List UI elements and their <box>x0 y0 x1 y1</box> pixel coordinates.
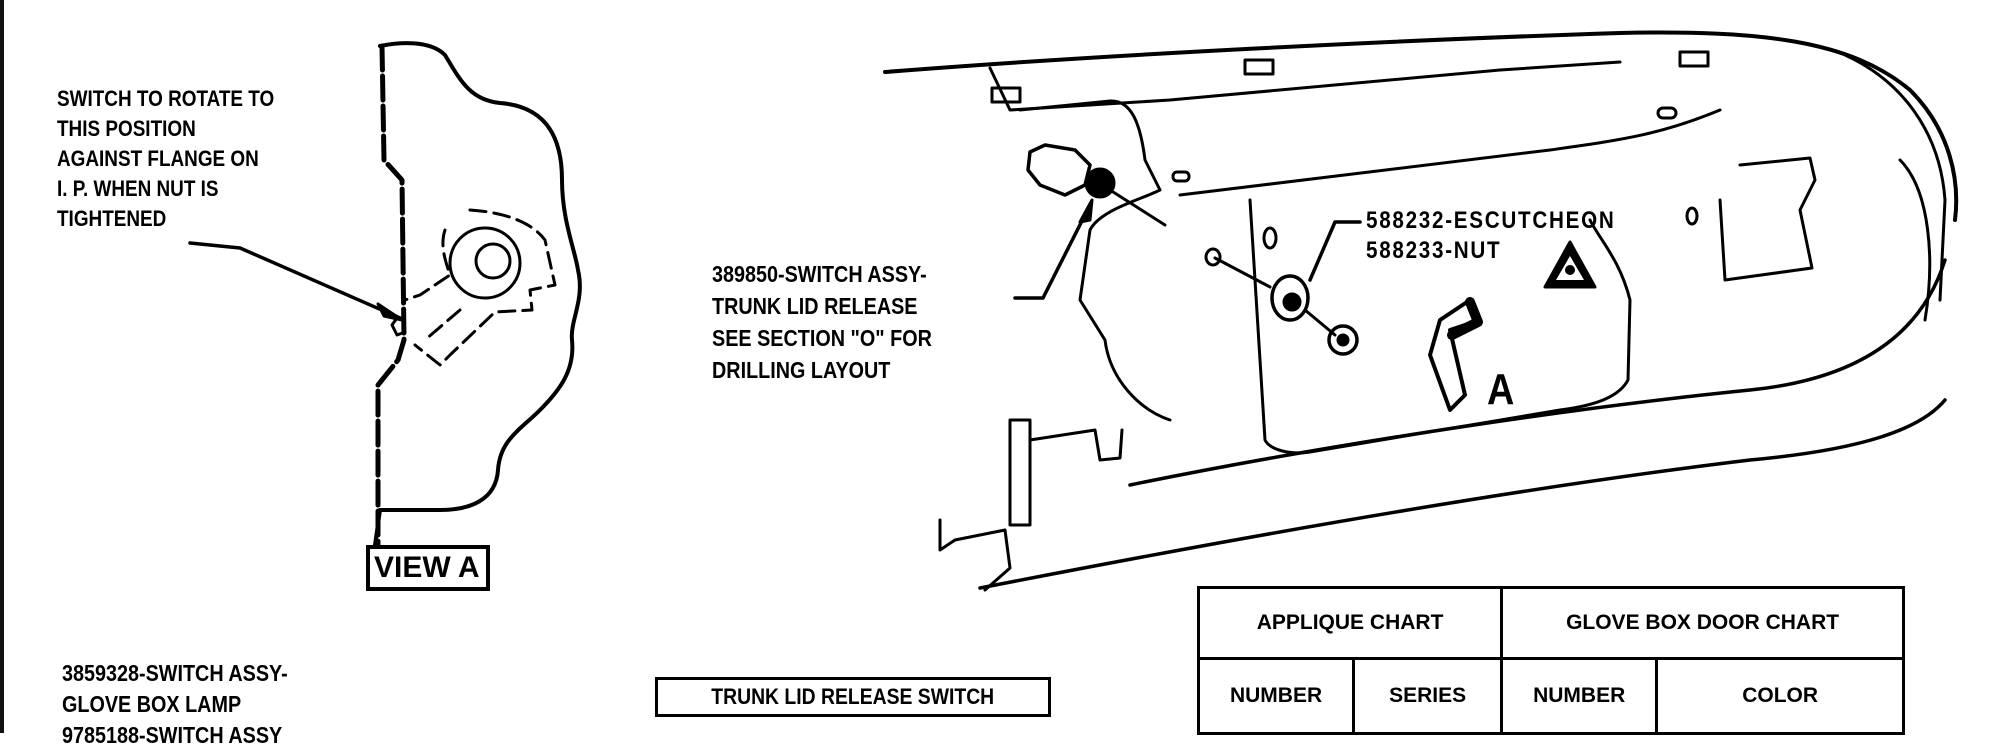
instrument-panel-drawing <box>883 30 1959 592</box>
section-title: TRUNK LID RELEASE SWITCH <box>655 677 1051 717</box>
chart-table: APPLIQUE CHART GLOVE BOX DOOR CHART NUMB… <box>1196 586 1905 735</box>
view-arrow-label: A <box>1487 365 1515 414</box>
section-title-text: TRUNK LID RELEASE SWITCH <box>711 684 995 709</box>
hole-1 <box>1262 226 1278 250</box>
panel-outline <box>373 41 582 547</box>
leader-arrowhead <box>376 302 404 322</box>
chart-table-group-row: APPLIQUE CHART GLOVE BOX DOOR CHART <box>1196 586 1905 660</box>
leader-trunk-switch <box>1013 203 1092 300</box>
technical-drawing <box>188 30 1959 592</box>
view-direction-arrow-icon <box>1428 297 1483 412</box>
slot-1 <box>1171 170 1191 183</box>
column-header-door-number: NUMBER <box>1500 657 1659 735</box>
hole-2 <box>1685 206 1699 226</box>
leader-escutcheon <box>1308 220 1362 282</box>
lower-support <box>938 418 1124 592</box>
applique-chart-header: APPLIQUE CHART <box>1196 586 1504 660</box>
column-header-applique-series: SERIES <box>1352 657 1504 735</box>
escutcheon-callout-line: 588233-NUT <box>1366 237 1502 264</box>
clip-2 <box>1243 58 1275 76</box>
door-top-edge <box>1178 108 1722 197</box>
ip-inner-top <box>988 60 1622 112</box>
glove-box-frame <box>1018 99 1172 422</box>
slot-2 <box>1656 106 1678 120</box>
trunk-lid-switch-part <box>1013 143 1167 300</box>
right-end-cap <box>1843 53 1947 322</box>
switch-body-hidden <box>403 208 557 367</box>
switch-inner-ring <box>474 242 512 280</box>
column-header-applique-number: NUMBER <box>1196 657 1356 735</box>
escutcheon-callout: 588232-ESCUTCHEON 588233-NUT <box>1366 206 1615 266</box>
switch-outer-ring <box>448 226 522 300</box>
glove-box-lamp-callout-line: 3859328-SWITCH ASSY- <box>62 660 288 686</box>
glove-box-lamp-callout: 3859328-SWITCH ASSY- GLOVE BOX LAMP 9785… <box>62 658 288 751</box>
trunk-switch-callout: 389850-SWITCH ASSY- TRUNK LID RELEASE SE… <box>712 258 932 386</box>
trunk-switch-callout-line: 389850-SWITCH ASSY- <box>712 261 927 287</box>
ip-bottom-edge <box>978 398 1947 590</box>
hole-3 <box>1204 247 1222 267</box>
flange-edge <box>375 43 407 548</box>
leader-view-a-note <box>188 241 402 320</box>
clip-1 <box>990 86 1022 104</box>
trunk-switch-callout-line: DRILLING LAYOUT <box>712 357 891 383</box>
view-a-note-line: SWITCH TO ROTATE TO <box>57 86 275 111</box>
ip-top-edge <box>883 30 1959 222</box>
view-a-note-line: THIS POSITION <box>57 116 196 141</box>
escutcheon-callout-line: 588232-ESCUTCHEON <box>1366 207 1616 234</box>
view-a-note-line: TIGHTENED <box>57 206 167 231</box>
bracket <box>1718 156 1817 282</box>
view-a-note-line: I. P. WHEN NUT IS <box>57 176 219 201</box>
glove-box-door-chart-header: GLOVE BOX DOOR CHART <box>1500 586 1905 660</box>
view-a-label: VIEW A <box>366 545 490 591</box>
view-a-note: SWITCH TO ROTATE TO THIS POSITION AGAINS… <box>57 84 274 234</box>
page-border-left <box>0 0 4 733</box>
door-outline <box>1248 198 1632 455</box>
glove-box-lamp-callout-line: 9785188-SWITCH ASSY <box>62 722 283 748</box>
ip-lower-edge <box>1128 258 1947 487</box>
switch-tab <box>390 316 407 337</box>
escutcheon-nut-part <box>1213 220 1362 356</box>
trunk-switch-callout-line: SEE SECTION "O" FOR <box>712 325 932 351</box>
caution-triangle-icon <box>1543 240 1597 289</box>
glove-box-lamp-callout-line: GLOVE BOX LAMP <box>62 691 242 717</box>
view-a-note-line: AGAINST FLANGE ON <box>57 146 259 171</box>
trunk-switch-callout-line: TRUNK LID RELEASE <box>712 293 918 319</box>
column-header-door-color: COLOR <box>1655 657 1905 735</box>
chart-table-column-row: NUMBER SERIES NUMBER COLOR <box>1196 657 1905 735</box>
clip-3 <box>1678 50 1710 68</box>
view-a-detail <box>373 41 582 548</box>
